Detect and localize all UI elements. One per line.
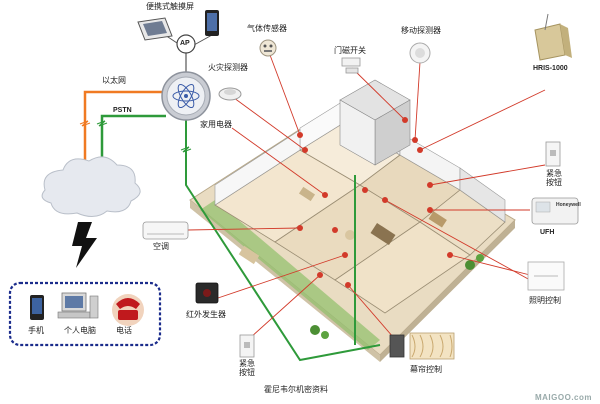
pointer-motion-detector bbox=[414, 61, 421, 141]
emergency-button-bottom-label: 紧急按钮 bbox=[239, 359, 255, 377]
motion-detector-icon bbox=[409, 42, 431, 64]
telephone-label: 电话 bbox=[116, 326, 132, 335]
ir-generator-icon bbox=[195, 282, 219, 304]
pointer-ir-generator bbox=[217, 254, 346, 299]
appliances-label: 家用电器 bbox=[200, 120, 232, 129]
pointer-emergency-right bbox=[429, 164, 546, 186]
ufh-label: UFH bbox=[540, 229, 555, 236]
caption-label: 霍尼韦尔机密资料 bbox=[264, 385, 328, 394]
pointer-fire-detector bbox=[229, 94, 306, 151]
lightning-icon bbox=[72, 222, 97, 268]
emergency-button-bottom-icon bbox=[239, 334, 255, 358]
emergency-button-right-icon bbox=[545, 141, 561, 167]
ir-generator-label: 红外发生器 bbox=[186, 310, 226, 319]
air-conditioner-label: 空调 bbox=[153, 242, 169, 251]
mobile-phone-label: 手机 bbox=[28, 326, 44, 335]
ap-label: AP bbox=[180, 40, 190, 47]
lighting-control-label: 照明控制 bbox=[529, 296, 561, 305]
curtain-control-label: 幕帘控制 bbox=[410, 365, 442, 374]
gas-sensor-icon bbox=[259, 39, 277, 57]
pointer-lighting-2 bbox=[449, 254, 531, 276]
ethernet-link bbox=[83, 90, 166, 175]
air-conditioner-icon bbox=[142, 221, 189, 240]
pointer-door-sensor bbox=[351, 67, 406, 121]
mobile-phone-icon bbox=[30, 295, 44, 320]
remote-devices-box bbox=[8, 281, 162, 347]
emergency-button-right-label: 紧急按钮 bbox=[546, 169, 562, 187]
hris-controller-icon bbox=[534, 13, 572, 61]
door-sensor-label: 门磁开关 bbox=[334, 46, 366, 55]
pointer-air-conditioner bbox=[187, 227, 301, 231]
fire-detector-label: 火灾探测器 bbox=[208, 63, 248, 72]
pc-icon bbox=[57, 292, 99, 319]
ufh-thermostat-icon bbox=[531, 197, 579, 225]
pointer-emergency-bottom bbox=[249, 274, 321, 339]
watermark: MAIGOO.com bbox=[534, 393, 592, 402]
lighting-control-icon bbox=[527, 261, 565, 291]
ethernet-label: 以太网 bbox=[102, 76, 126, 85]
pstn-link bbox=[100, 114, 166, 175]
curtain-control-icon bbox=[389, 332, 455, 360]
pc-label: 个人电脑 bbox=[64, 326, 96, 335]
gas-sensor-label: 气体传感器 bbox=[247, 24, 287, 33]
telephone-icon bbox=[112, 294, 144, 326]
door-sensor-icon bbox=[341, 57, 361, 74]
pointer-endpoints bbox=[297, 117, 453, 288]
pointer-lighting bbox=[384, 199, 531, 281]
portable-touchscreen-label: 便携式触摸屏 bbox=[146, 2, 194, 11]
honeywell-brand-label: Honeywell bbox=[556, 202, 581, 208]
touchscreen-tablet-icon bbox=[137, 17, 173, 41]
access-point-icon bbox=[176, 34, 196, 54]
pointer-hris bbox=[419, 89, 546, 151]
pointer-appliances bbox=[231, 127, 326, 196]
touchscreen-phone-icon bbox=[205, 10, 219, 36]
pstn-label: PSTN bbox=[113, 107, 132, 114]
hris-label: HRIS-1000 bbox=[533, 65, 568, 72]
motion-detector-label: 移动探测器 bbox=[401, 26, 441, 35]
pointer-lines bbox=[187, 54, 546, 346]
pointer-gas-sensor bbox=[269, 54, 301, 136]
fire-detector-icon bbox=[218, 87, 242, 101]
house-wiring-link bbox=[185, 120, 381, 362]
home-gateway-icon bbox=[161, 71, 211, 121]
house-illustration bbox=[189, 79, 516, 362]
internet-cloud-icon bbox=[41, 156, 141, 217]
